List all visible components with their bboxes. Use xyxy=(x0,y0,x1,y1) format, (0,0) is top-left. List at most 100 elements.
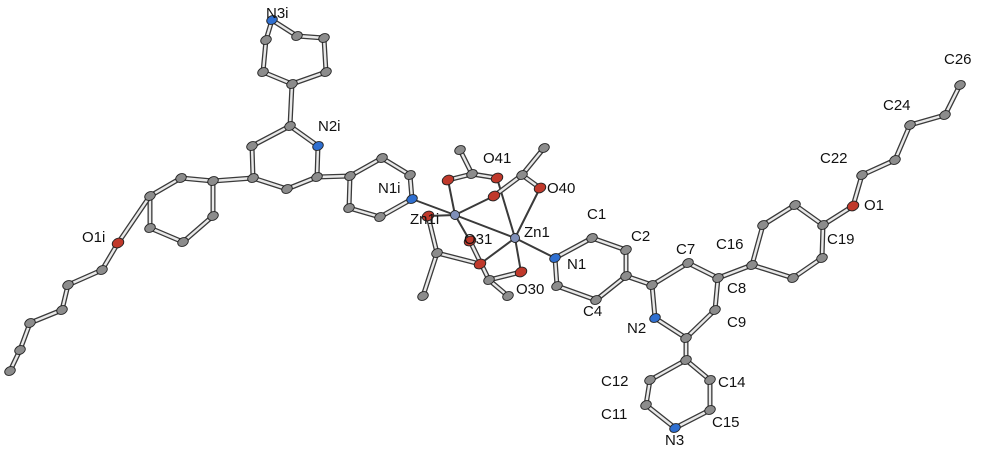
atom-n1i xyxy=(406,194,418,204)
atom-label-c1: C1 xyxy=(587,206,606,223)
bond-zn1i-od xyxy=(454,195,495,216)
bond-highlight-lp2-lp3 xyxy=(380,156,412,177)
bond-highlight-ph2-ph3 xyxy=(148,176,183,198)
atom-label-n1i: N1i xyxy=(378,180,401,197)
bond-highlight-cl-cul xyxy=(250,144,255,180)
atom-c22 xyxy=(856,170,868,180)
atom-q2 xyxy=(757,220,769,230)
bond-highlight-c8-c9 xyxy=(713,276,720,312)
bond-highlight-c16-q2 xyxy=(750,223,765,267)
atom-label-n2i: N2i xyxy=(318,118,341,135)
bond-highlight-ca3-oc xyxy=(435,251,482,266)
atom-ca2 xyxy=(516,170,528,180)
atom-ca4 xyxy=(483,275,495,285)
atom-cbot xyxy=(281,184,293,194)
atom-label-c7: C7 xyxy=(676,241,695,258)
atom-cc2 xyxy=(889,155,901,165)
atom-q3 xyxy=(789,200,801,210)
atom-lp2 xyxy=(376,153,388,163)
atom-zn1i xyxy=(450,210,460,220)
atom-n3 xyxy=(669,423,681,433)
atom-c14 xyxy=(704,375,716,385)
atom-ph4 xyxy=(144,223,156,233)
atom-label-c24: C24 xyxy=(883,97,911,114)
bond-highlight-rp3-rp4 xyxy=(594,274,628,302)
bond-highlight-c22-cc2 xyxy=(860,158,897,177)
atom-c9 xyxy=(709,305,721,315)
atom-p1d xyxy=(286,79,298,89)
atom-cr xyxy=(311,172,323,182)
bond-highlight-q6-c16 xyxy=(750,263,795,280)
bond-highlight-ob-ca3 xyxy=(426,214,439,255)
bond-highlight-lp1-lp2 xyxy=(348,156,384,178)
atom-label-o1: O1 xyxy=(864,197,884,214)
bond-highlight-p1d-ctop xyxy=(288,82,294,128)
bond-highlight-ca2-me2 xyxy=(520,146,546,177)
atom-o30 xyxy=(514,266,528,278)
atom-p1f xyxy=(260,35,272,45)
atom-me1 xyxy=(454,145,466,155)
atom-n2i xyxy=(312,141,324,151)
bond-highlight-cq-c12 xyxy=(648,358,688,382)
atom-oc xyxy=(473,258,487,270)
bond-highlight-q3-c19 xyxy=(793,203,825,227)
bond-zn1i-oa xyxy=(447,179,456,216)
atom-lp6 xyxy=(343,203,355,213)
atom-n1 xyxy=(549,253,561,263)
atom-label-c9: C9 xyxy=(727,314,746,331)
bond-highlight-c8-c16 xyxy=(716,263,754,280)
atom-label-zn1: Zn1 xyxy=(524,224,550,241)
atom-ch5 xyxy=(14,345,26,355)
atom-p1a xyxy=(291,31,303,41)
atom-label-o1i: O1i xyxy=(82,229,105,246)
atom-ob xyxy=(421,210,435,222)
atom-ch1 xyxy=(96,265,108,275)
bond-highlight-lp5-lp6 xyxy=(347,206,382,219)
atom-n3i xyxy=(266,15,278,25)
atom-p1b xyxy=(318,33,330,43)
atom-zn1 xyxy=(510,233,520,243)
atom-label-c14: C14 xyxy=(718,374,746,391)
atom-ca3 xyxy=(431,248,443,258)
atom-label-zn1i: Zn1i xyxy=(410,211,439,228)
atom-ch4 xyxy=(24,318,36,328)
bond-highlight-cc2-c24 xyxy=(893,123,912,162)
atom-label-n2: N2 xyxy=(627,320,646,337)
bond-highlight-ch1-ch2 xyxy=(66,268,104,287)
atom-o1 xyxy=(846,200,860,212)
atom-ch3 xyxy=(56,305,68,315)
bond-highlight-p1b-p1c xyxy=(322,36,328,74)
bond-highlight-p1c-p1d xyxy=(290,70,328,86)
atom-o40 xyxy=(533,182,547,194)
atom-c16 xyxy=(746,260,758,270)
bond-highlight-ca3-me3 xyxy=(421,251,439,298)
bond-zn1-n1 xyxy=(514,237,556,259)
atom-c19 xyxy=(817,220,829,230)
bond-highlight-n1-rp1 xyxy=(553,236,594,260)
bond-layer xyxy=(7,17,963,431)
bond-highlight-c9-cq6 xyxy=(684,308,717,340)
atom-label-n3i: N3i xyxy=(266,5,289,22)
atom-me4 xyxy=(502,291,514,301)
atom-ca1 xyxy=(466,169,478,179)
atom-rp2 xyxy=(620,245,632,255)
bond-highlight-ph5-ph6 xyxy=(181,214,215,244)
bond-highlight-cc4-c26 xyxy=(943,83,962,117)
bond-highlight-c15-n3 xyxy=(673,408,712,430)
atom-ph3 xyxy=(144,191,156,201)
bond-highlight-n2-cq5 xyxy=(650,283,657,320)
atom-c8 xyxy=(712,273,724,283)
atom-p1c xyxy=(320,67,332,77)
atom-oa xyxy=(441,174,455,186)
atom-layer xyxy=(4,15,966,433)
bond-zn1-o30 xyxy=(514,237,522,273)
atom-label-o40: O40 xyxy=(547,180,575,197)
atom-q6 xyxy=(787,273,799,283)
atom-ph1 xyxy=(207,176,219,186)
atom-c12 xyxy=(644,375,656,385)
bond-highlight-ph3-o1i xyxy=(116,194,152,245)
atom-label-c4: C4 xyxy=(583,303,602,320)
atom-label-n3: N3 xyxy=(665,432,684,449)
bond-highlight-n1i-lp5 xyxy=(378,197,414,219)
bond-highlight-rp1-rp2 xyxy=(590,236,628,252)
